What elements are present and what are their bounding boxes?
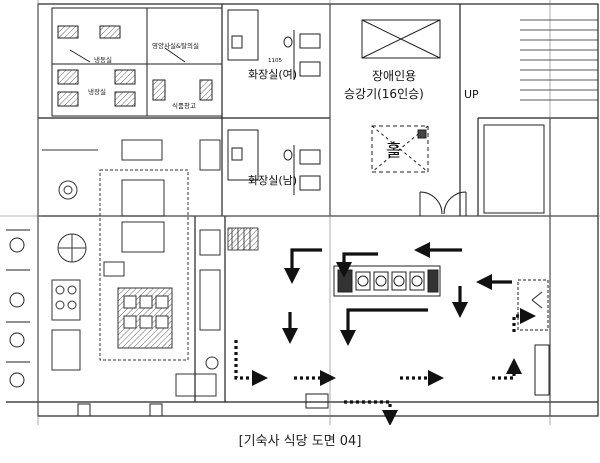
cold-storage-label: 냉동실 <box>94 55 112 64</box>
room-number-label: 1105 <box>268 58 282 64</box>
bottom-fixtures <box>77 344 550 417</box>
figure-caption: [기숙사 식당 도면 04] <box>238 434 362 449</box>
floor-plan: 영양사실&탈의실 냉동실 냉장실 식품창고 1105 화장실(여) 화장실(남)… <box>0 0 600 425</box>
storage-rooms <box>51 7 223 117</box>
left-exterior-tables <box>6 229 30 388</box>
hall-label: 홀 <box>386 141 402 161</box>
elevator-core <box>361 19 441 173</box>
flow-arrows-dotted <box>234 308 536 425</box>
food-storage-label: 식품창고 <box>172 101 196 110</box>
labels: 영양사실&탈의실 냉동실 냉장실 식품창고 1105 화장실(여) 화장실(남)… <box>88 41 479 187</box>
restrooms <box>227 9 321 195</box>
refrigerator-room-label: 냉장실 <box>88 87 106 96</box>
right-entrance <box>419 124 549 331</box>
serving-counter <box>333 265 441 297</box>
elevator-label-line2: 승강기(16인승) <box>344 87 424 101</box>
elevator-label-line1: 장애인용 <box>372 69 416 83</box>
stairs <box>227 19 598 251</box>
restroom-female-label: 화장실(여) <box>248 68 297 81</box>
walls <box>6 3 599 417</box>
kitchen-equipment <box>42 139 221 397</box>
up-label: UP <box>464 88 479 101</box>
flow-arrows <box>282 242 512 346</box>
restroom-male-label: 화장실(남) <box>248 174 297 187</box>
nutritionist-room-label: 영양사실&탈의실 <box>152 41 199 50</box>
